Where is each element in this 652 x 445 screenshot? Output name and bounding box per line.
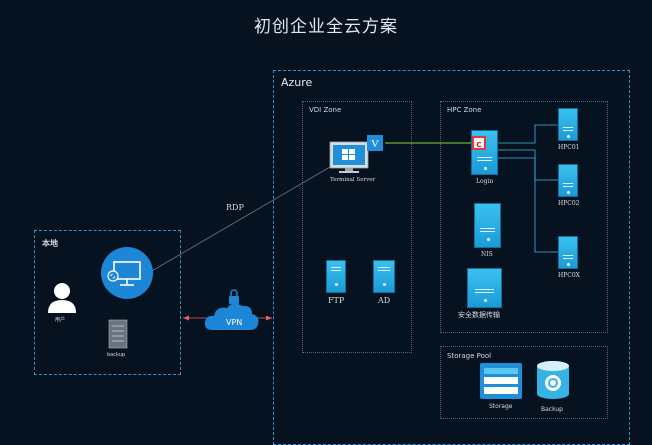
diagram-title: 初创企业全云方案 [254,17,398,37]
nis-label: NIS [481,251,493,258]
nis-server-icon [474,203,501,248]
rdp-line [149,166,331,273]
storage-pool-label: Storage Pool [447,352,492,360]
svg-text:V: V [371,138,379,150]
hpc01-label: HPC01 [558,144,580,151]
storage-pool: Storage Pool [440,346,608,419]
svg-text:C: C [476,141,481,149]
vdi-zone: VDI Zone [302,101,412,353]
secure-transfer-label: 安全数据传输 [458,311,500,319]
terminal-server-label: Terminal Server [330,177,376,183]
hpc02-label: HPC02 [558,200,580,207]
storage-label: Storage [489,403,513,410]
vpn-arrowhead-right [266,315,272,321]
hpc-zone: HPC Zone [440,101,608,333]
login-label: Login [476,178,494,185]
backup-local-label: backup [107,352,126,358]
secure-transfer-server-icon [467,268,502,308]
link-hpc0x [498,157,558,253]
ftp-server-icon [326,260,346,293]
link-hpc01 [498,124,558,144]
user-label: 用户 [55,317,66,323]
ad-label: AD [378,296,391,305]
vdi-zone-label: VDI Zone [309,106,342,114]
local-label: 本地 [42,239,58,248]
hpc0x-label: HPC0X [558,272,580,279]
backup-label: Backup [541,406,563,413]
ad-server-icon [373,260,395,293]
local-boundary: 本地 [34,230,181,375]
ftp-label: FTP [328,296,345,305]
hpc01-server-icon [558,108,578,141]
hpc-zone-label: HPC Zone [447,106,482,114]
vpn-label: VPN [226,318,243,327]
rdp-label: RDP [226,203,244,212]
hpc0x-server-icon [558,236,578,269]
azure-label: Azure [281,76,313,89]
hpc02-server-icon [558,164,578,197]
vpn-arrowhead-left [183,315,189,321]
